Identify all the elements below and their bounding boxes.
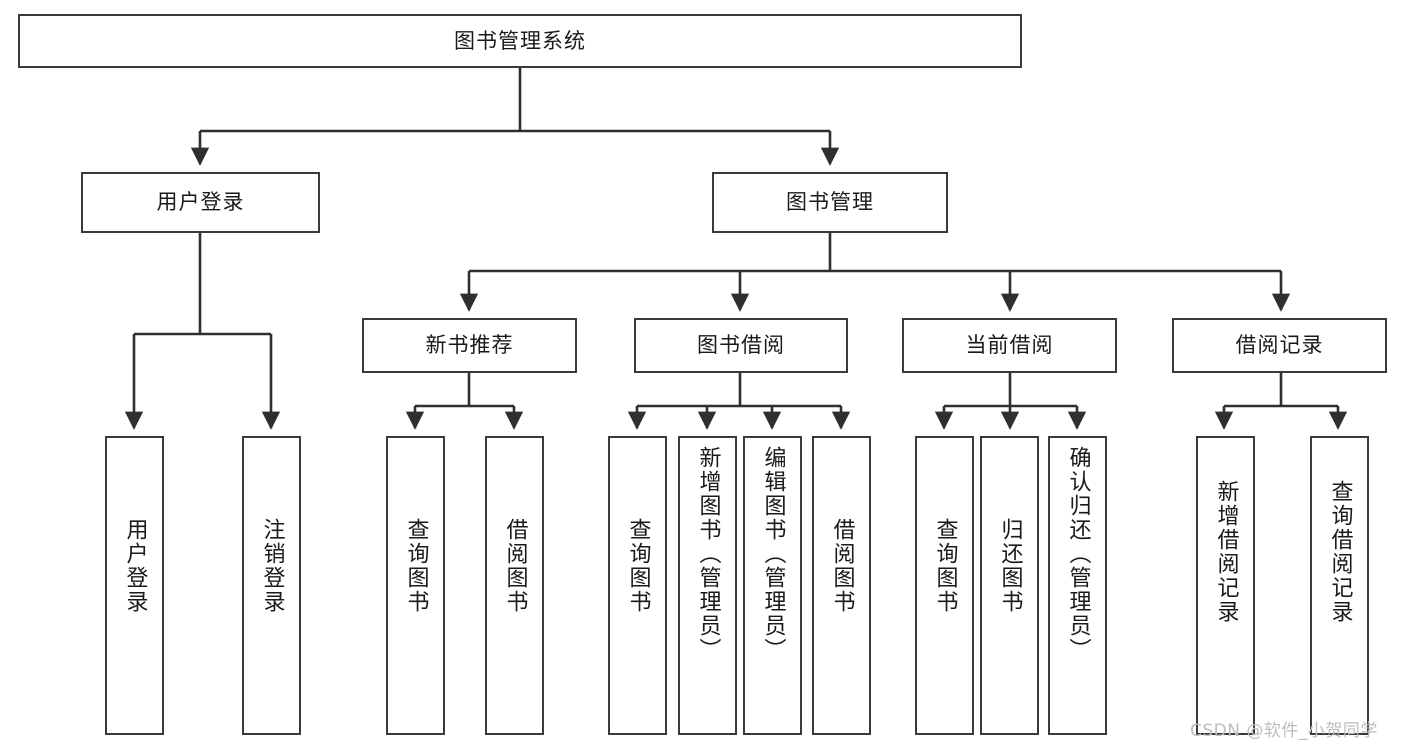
- leaf-borrow-edit-book-admin[interactable]: 编辑图书（管理员）: [743, 436, 802, 735]
- csdn-watermark: CSDN @软件_小贺同学: [1190, 721, 1378, 741]
- leaf-record-add-borrow-record[interactable]: 新增借阅记录: [1196, 436, 1255, 735]
- node-label: 图书管理系统: [454, 28, 586, 53]
- leaf-record-query-borrow-record[interactable]: 查询借阅记录: [1310, 436, 1369, 735]
- leaf-recommend-borrow-book[interactable]: 借阅图书: [485, 436, 544, 735]
- node-label: 新书推荐: [425, 333, 514, 358]
- node-label: 查询图书: [625, 518, 651, 614]
- leaf-current-confirm-return-admin[interactable]: 确认归还（管理员）: [1048, 436, 1107, 735]
- node-label: 归还图书: [997, 518, 1023, 614]
- node-label: 用户登录: [156, 190, 245, 215]
- node-label: 注销登录: [259, 518, 285, 614]
- node-new-book-recommend[interactable]: 新书推荐: [362, 318, 577, 373]
- node-book-borrow[interactable]: 图书借阅: [634, 318, 848, 373]
- leaf-recommend-query-book[interactable]: 查询图书: [386, 436, 445, 735]
- leaf-borrow-add-book-admin[interactable]: 新增图书（管理员）: [678, 436, 737, 735]
- node-root-system[interactable]: 图书管理系统: [18, 14, 1022, 68]
- node-user-login[interactable]: 用户登录: [81, 172, 320, 233]
- node-label: 图书借阅: [697, 333, 785, 358]
- node-label: 借阅图书: [502, 518, 528, 614]
- leaf-current-return-book[interactable]: 归还图书: [980, 436, 1039, 735]
- node-label: 确认归还（管理员）: [1065, 446, 1091, 662]
- node-label: 新增借阅记录: [1213, 480, 1239, 624]
- leaf-user-logout[interactable]: 注销登录: [242, 436, 301, 735]
- node-label: 查询图书: [403, 518, 429, 614]
- node-label: 编辑图书（管理员）: [760, 446, 786, 662]
- node-label: 当前借阅: [965, 333, 1054, 358]
- node-book-management[interactable]: 图书管理: [712, 172, 948, 233]
- node-label: 用户登录: [122, 518, 148, 614]
- leaf-user-login[interactable]: 用户登录: [105, 436, 164, 735]
- node-label: 查询图书: [932, 518, 958, 614]
- node-label: 查询借阅记录: [1327, 480, 1353, 624]
- node-borrow-record[interactable]: 借阅记录: [1172, 318, 1387, 373]
- node-label: 借阅图书: [829, 518, 855, 614]
- leaf-borrow-borrow-book[interactable]: 借阅图书: [812, 436, 871, 735]
- node-label: 新增图书（管理员）: [695, 446, 721, 662]
- node-label: 借阅记录: [1235, 333, 1324, 358]
- leaf-current-query-book[interactable]: 查询图书: [915, 436, 974, 735]
- node-label: 图书管理: [786, 190, 874, 215]
- node-current-borrow[interactable]: 当前借阅: [902, 318, 1117, 373]
- leaf-borrow-query-book[interactable]: 查询图书: [608, 436, 667, 735]
